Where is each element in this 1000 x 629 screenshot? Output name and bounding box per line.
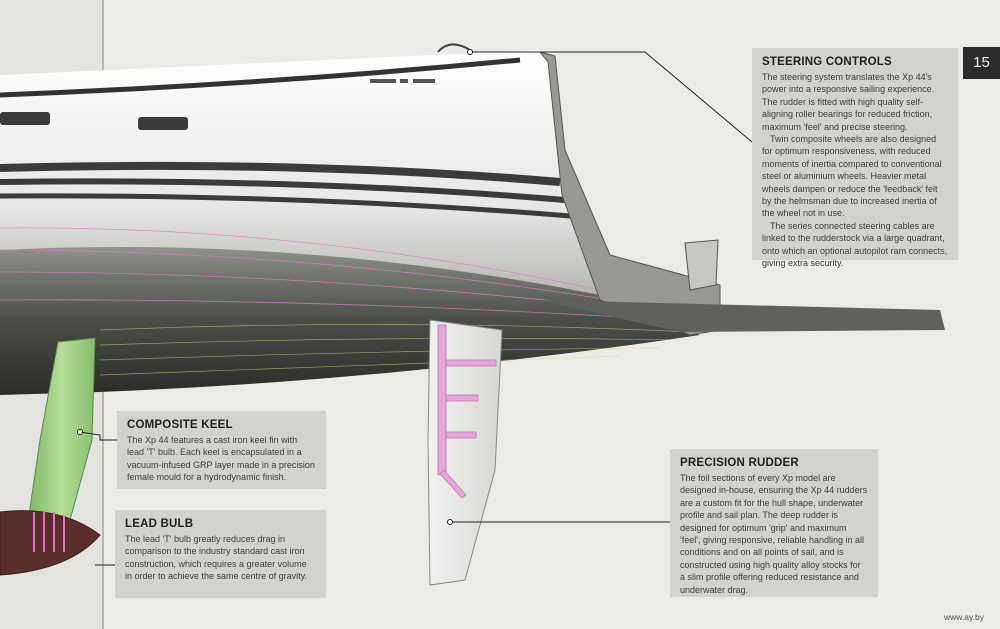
lead-bulb-callout: LEAD BULB The lead 'T' bulb greatly redu… <box>115 510 326 598</box>
steering-controls-text-1: The steering system translates the Xp 44… <box>762 72 935 132</box>
waterline-plane <box>540 300 945 332</box>
rudder-blade <box>427 319 503 586</box>
composite-keel-callout: COMPOSITE KEEL The Xp 44 features a cast… <box>117 411 326 489</box>
composite-keel-title: COMPOSITE KEEL <box>127 419 233 431</box>
steering-controls-text-3: The series connected steering cables are… <box>762 220 948 269</box>
hull-stripe-1 <box>0 57 521 98</box>
precision-rudder-callout: PRECISION RUDDER The foil sections of ev… <box>670 449 878 597</box>
hull-bottom <box>0 247 700 395</box>
steering-controls-title: STEERING CONTROLS <box>762 56 892 68</box>
lead-bulb <box>0 510 101 576</box>
stern-step <box>684 239 719 291</box>
composite-keel-text: The Xp 44 features a cast iron keel fin … <box>127 435 315 483</box>
lead-bulb-text: The lead 'T' bulb greatly reduces drag i… <box>125 534 307 582</box>
lead-bulb-title: LEAD BULB <box>125 518 194 530</box>
precision-rudder-title: PRECISION RUDDER <box>680 457 799 469</box>
vent-2 <box>400 79 408 83</box>
hull-stripe-2 <box>0 161 561 186</box>
hull-stripe-3 <box>0 178 566 203</box>
porthole-left <box>0 112 50 125</box>
bulb-pink-arrows <box>33 512 65 552</box>
porthole-right <box>138 117 188 130</box>
watermark: www.ay.by <box>944 612 984 622</box>
precision-rudder-text: The foil sections of every Xp model are … <box>680 473 868 595</box>
steering-controls-callout: STEERING CONTROLS The steering system tr… <box>752 48 958 268</box>
vent-3 <box>413 79 435 83</box>
vent-1 <box>370 79 396 83</box>
page-number: 15 <box>963 47 1000 79</box>
leader-lines <box>77 49 753 566</box>
rudder-stock <box>437 324 497 499</box>
hull-stripe-4 <box>0 193 571 219</box>
pushpit-rail <box>437 43 471 53</box>
steering-controls-text-2: Twin composite wheels are also designed … <box>762 134 942 219</box>
hull-pink-lines <box>0 227 641 319</box>
